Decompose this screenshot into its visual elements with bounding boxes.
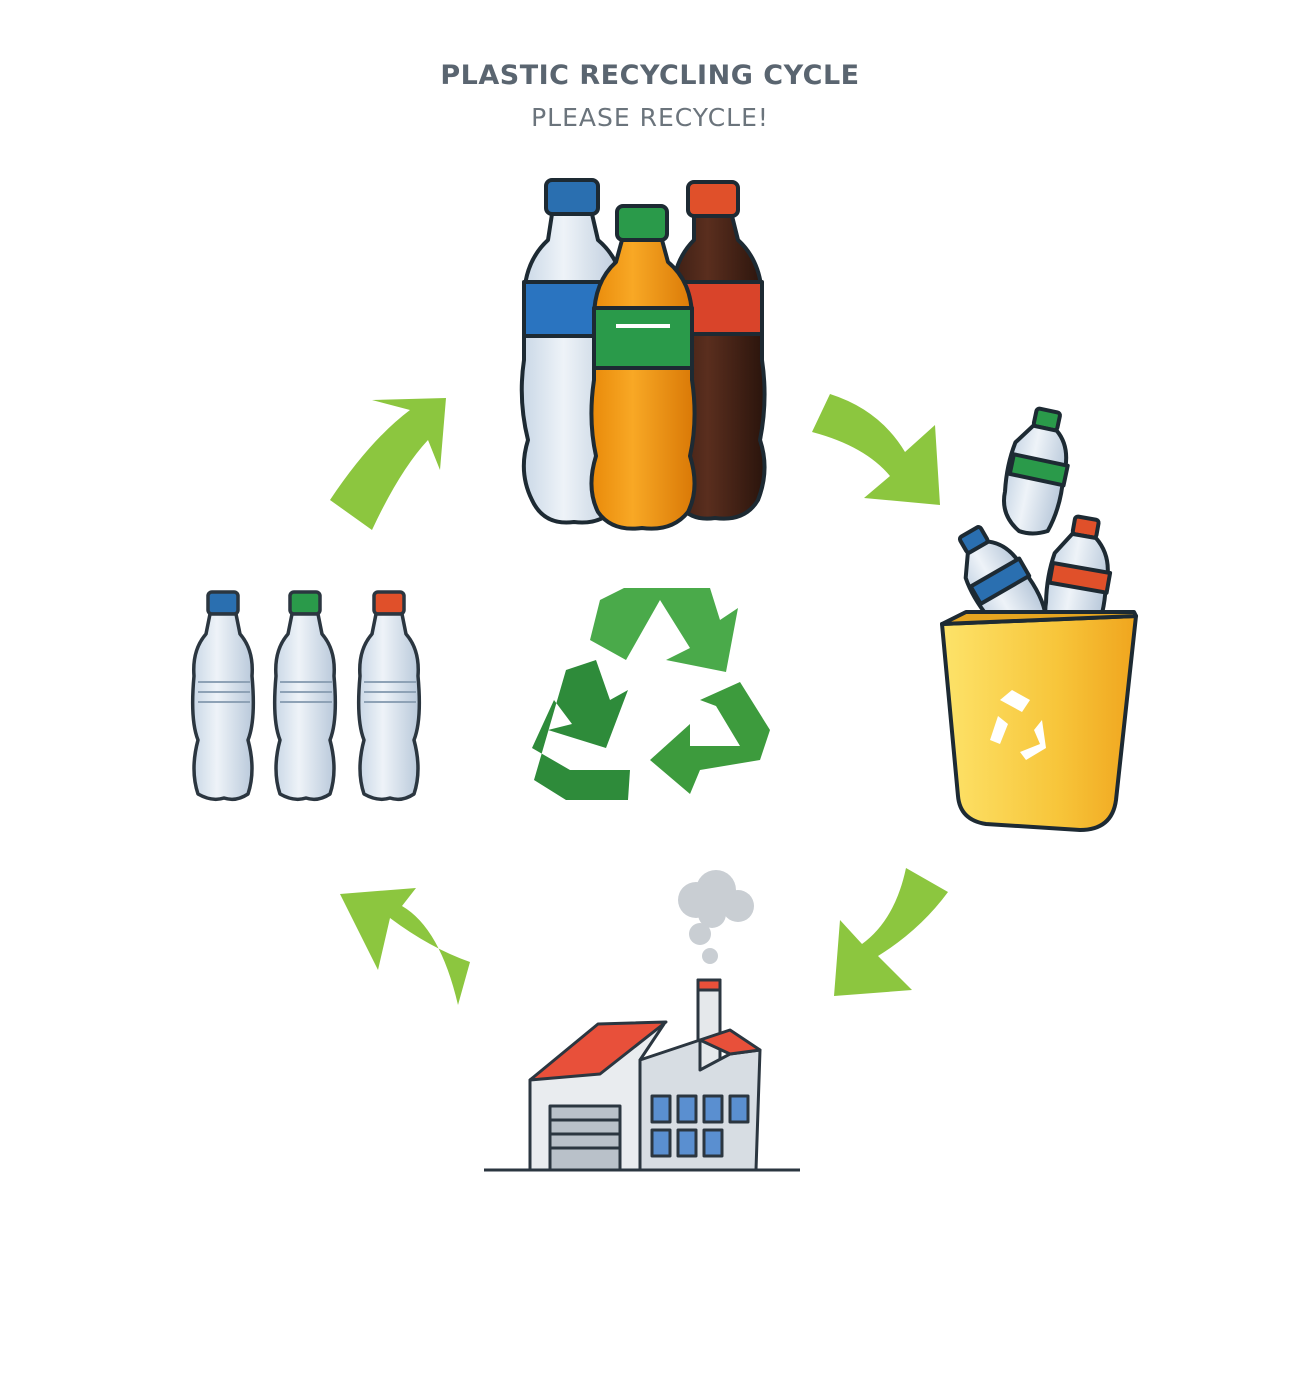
arrow-to-filled-bottles-icon: [330, 398, 446, 530]
falling-bottle: [1002, 406, 1070, 536]
arrow-to-factory-icon: [834, 868, 948, 996]
empty-bottles-icon: [190, 590, 422, 802]
empty-bottle-red: [356, 590, 422, 802]
smoke-cloud: [678, 870, 754, 964]
bin-recycle-glyph: [990, 690, 1046, 760]
arrow-to-empty-bottles-icon: [340, 888, 470, 1005]
empty-bottle-blue: [190, 590, 256, 802]
filled-bottles-icon: [519, 178, 767, 531]
empty-bottle-green: [272, 590, 338, 802]
soda-bottle: [589, 204, 697, 531]
diagram-title: PLASTIC RECYCLING CYCLE: [440, 60, 860, 91]
arrow-to-bin-icon: [812, 394, 940, 505]
factory-icon: [484, 870, 800, 1172]
cycle-arrows: [330, 394, 948, 1005]
diagram-subtitle: PLEASE RECYCLE!: [531, 103, 769, 132]
recycle-symbol-icon: [532, 588, 770, 800]
recycle-bin-icon: [940, 406, 1138, 832]
